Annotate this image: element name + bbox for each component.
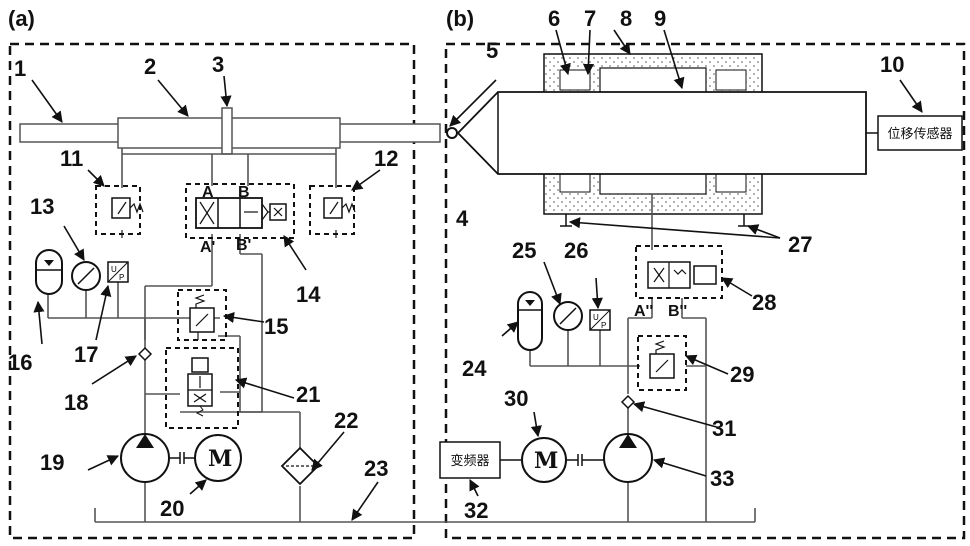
pressure-switch-17: U P bbox=[108, 262, 128, 282]
pressure-gauge-25 bbox=[554, 302, 582, 330]
port-A-prime: A' bbox=[200, 239, 215, 256]
label-14: 14 bbox=[296, 282, 321, 307]
test-cylinder-5 bbox=[458, 92, 866, 174]
switch-26-u-label: U bbox=[593, 313, 599, 322]
label-17: 17 bbox=[74, 342, 98, 367]
servo-valve-28 bbox=[636, 246, 722, 298]
label-12: 12 bbox=[374, 146, 398, 171]
ball-joint bbox=[447, 128, 457, 138]
label-26: 26 bbox=[564, 238, 588, 263]
motor-20-symbol: M bbox=[208, 446, 232, 472]
port-B: B bbox=[238, 184, 250, 201]
label-5: 5 bbox=[486, 38, 498, 63]
label-10: 10 bbox=[880, 52, 904, 77]
label-8: 8 bbox=[620, 6, 632, 31]
pump-33 bbox=[604, 434, 652, 482]
relief-valve-15 bbox=[178, 290, 226, 340]
port-A-double-prime: A'' bbox=[634, 303, 653, 320]
label-6: 6 bbox=[548, 6, 560, 31]
pressure-switch-26: U P bbox=[590, 310, 610, 330]
switch-p-label: P bbox=[119, 273, 124, 282]
port-A: A bbox=[202, 184, 214, 201]
label-11: 11 bbox=[60, 146, 83, 171]
label-24: 24 bbox=[462, 356, 487, 381]
label-9: 9 bbox=[654, 6, 666, 31]
pressure-gauge-13 bbox=[72, 262, 100, 290]
label-19: 19 bbox=[40, 450, 64, 475]
sensor-label: 位移传感器 bbox=[887, 126, 952, 142]
label-29: 29 bbox=[730, 362, 754, 387]
label-2: 2 bbox=[144, 54, 156, 79]
switch-u-label: U bbox=[111, 265, 117, 274]
label-30: 30 bbox=[504, 386, 528, 411]
accumulator-24 bbox=[518, 292, 542, 350]
label-4: 4 bbox=[456, 206, 469, 231]
label-18: 18 bbox=[64, 390, 88, 415]
label-32: 32 bbox=[464, 498, 488, 523]
check-valve-31 bbox=[622, 396, 634, 408]
label-1: 1 bbox=[14, 56, 26, 81]
label-28: 28 bbox=[752, 290, 776, 315]
relief-valve-12 bbox=[310, 186, 355, 234]
pump-19 bbox=[121, 434, 195, 482]
motor-30: M bbox=[522, 438, 604, 482]
solenoid-valve-21 bbox=[166, 348, 238, 428]
check-valve-18 bbox=[139, 348, 151, 360]
port-B-double-prime: B'' bbox=[668, 303, 687, 320]
label-13: 13 bbox=[30, 194, 54, 219]
label-25: 25 bbox=[512, 238, 536, 263]
label-22: 22 bbox=[334, 408, 358, 433]
label-7: 7 bbox=[584, 6, 596, 31]
label-21: 21 bbox=[296, 382, 320, 407]
label-15: 15 bbox=[264, 314, 288, 339]
switch-26-p-label: P bbox=[601, 321, 606, 330]
label-3: 3 bbox=[212, 52, 224, 77]
panel-a-label: (a) bbox=[8, 6, 35, 31]
label-27: 27 bbox=[788, 232, 812, 257]
label-20: 20 bbox=[160, 496, 184, 521]
port-B-prime: B' bbox=[236, 237, 251, 254]
accumulator-16 bbox=[36, 250, 62, 294]
motor-20: M bbox=[195, 435, 241, 481]
label-31: 31 bbox=[712, 416, 736, 441]
relief-valve-11 bbox=[96, 186, 143, 234]
panel-b-label: (b) bbox=[446, 6, 474, 31]
relief-valve-29 bbox=[638, 336, 686, 390]
label-16: 16 bbox=[8, 350, 32, 375]
motor-30-symbol: M bbox=[534, 448, 558, 474]
label-23: 23 bbox=[364, 456, 388, 481]
inverter-label: 变频器 bbox=[450, 453, 489, 469]
label-33: 33 bbox=[710, 466, 734, 491]
filter-22 bbox=[282, 448, 318, 484]
